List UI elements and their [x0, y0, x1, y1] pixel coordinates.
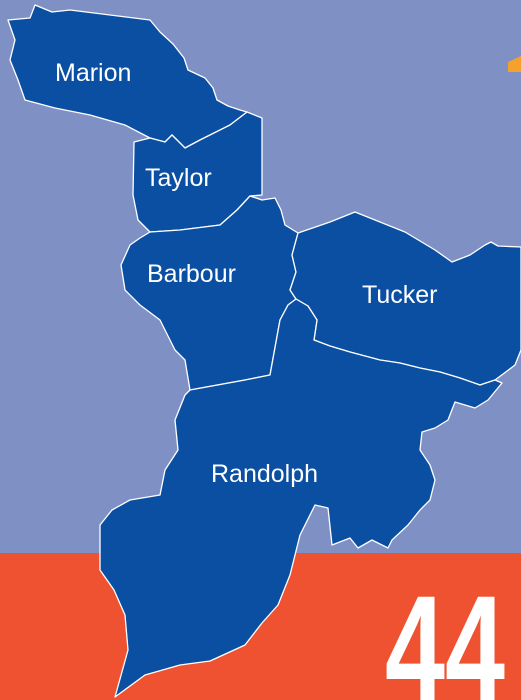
county-label-taylor: Taylor [145, 164, 212, 192]
county-label-tucker: Tucker [362, 281, 437, 309]
district-number: 44 [385, 564, 505, 700]
corner-accent [508, 56, 521, 72]
county-label-marion: Marion [55, 59, 131, 87]
county-label-randolph: Randolph [211, 460, 318, 488]
county-randolph[interactable] [99, 298, 503, 698]
county-label-barbour: Barbour [147, 260, 236, 288]
county-taylor[interactable] [132, 111, 263, 233]
